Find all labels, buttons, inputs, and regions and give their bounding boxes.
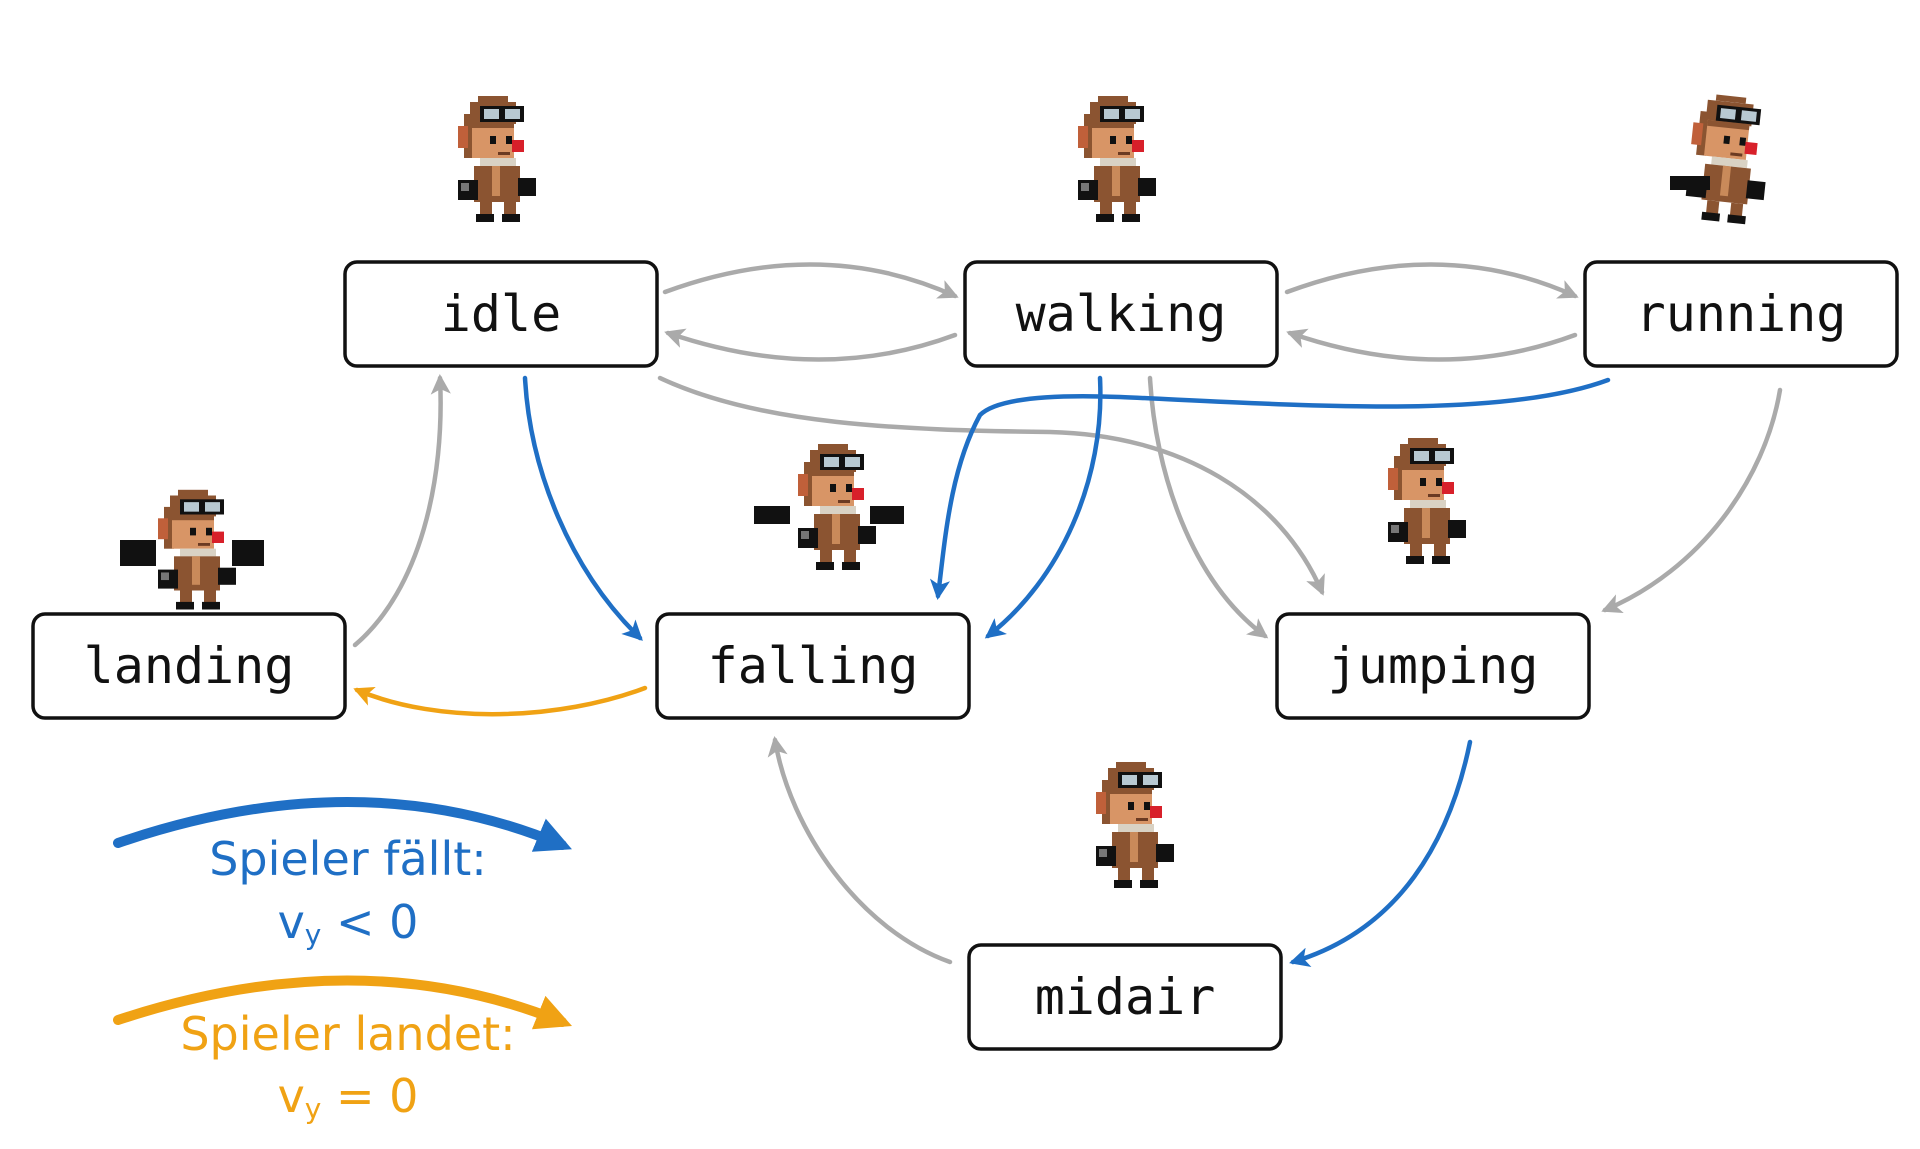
legend-falls-var: v bbox=[278, 895, 305, 949]
legend-falls-rel: < 0 bbox=[321, 895, 418, 949]
state-idle: idle bbox=[343, 260, 659, 368]
state-jumping: jumping bbox=[1275, 612, 1591, 720]
state-landing-label: landing bbox=[84, 637, 295, 695]
edge-idle-to-walking bbox=[662, 262, 959, 299]
edge-walking-to-falling bbox=[984, 375, 1103, 639]
legend-falls-sub: y bbox=[305, 918, 322, 951]
aviator-landing-sprite bbox=[120, 489, 264, 610]
aviator-running-sprite bbox=[1670, 92, 1775, 226]
edge-idle-to-jumping bbox=[657, 375, 1325, 596]
legend-lands-condition: vy = 0 bbox=[278, 1069, 419, 1125]
legend-lands-arrow bbox=[113, 975, 573, 1030]
state-idle-label: idle bbox=[441, 285, 561, 343]
edge-midair-to-falling bbox=[767, 736, 953, 965]
edge-idle-to-falling bbox=[522, 375, 643, 641]
state-walking: walking bbox=[963, 260, 1279, 368]
state-walking-label: walking bbox=[1016, 285, 1227, 343]
state-running-label: running bbox=[1636, 285, 1847, 343]
state-running: running bbox=[1583, 260, 1899, 368]
aviator-jumping-sprite bbox=[1388, 438, 1466, 564]
aviator-idle-sprite bbox=[458, 96, 536, 222]
edge-walking-to-idle bbox=[664, 328, 958, 362]
edge-walking-to-running bbox=[1284, 262, 1579, 299]
edge-walking-to-jumping bbox=[1147, 375, 1269, 639]
state-jumping-label: jumping bbox=[1328, 637, 1539, 695]
edge-running-to-falling bbox=[929, 377, 1611, 601]
edge-running-to-jumping bbox=[1601, 387, 1783, 614]
edge-landing-to-idle bbox=[352, 373, 451, 648]
aviator-falling-sprite bbox=[754, 444, 904, 570]
state-midair-label: midair bbox=[1035, 968, 1216, 1026]
legend: Spieler fällt: vy < 0 Spieler landet: vy… bbox=[113, 797, 573, 1125]
edge-running-to-walking bbox=[1286, 328, 1578, 362]
legend-lands-sub: y bbox=[305, 1092, 322, 1125]
state-falling-label: falling bbox=[708, 637, 919, 695]
state-midair: midair bbox=[967, 943, 1283, 1051]
legend-falls-arrow bbox=[113, 797, 572, 852]
legend-falls-label: Spieler fällt: bbox=[209, 832, 487, 886]
aviator-walking-sprite bbox=[1078, 96, 1156, 222]
legend-lands-label: Spieler landet: bbox=[180, 1007, 515, 1061]
state-landing: landing bbox=[31, 612, 347, 720]
aviator-midair-sprite bbox=[1096, 762, 1174, 888]
legend-lands-rel: = 0 bbox=[321, 1069, 418, 1123]
legend-falls-condition: vy < 0 bbox=[278, 895, 419, 951]
state-falling: falling bbox=[655, 612, 971, 720]
legend-lands-var: v bbox=[278, 1069, 305, 1123]
edge-jumping-to-midair bbox=[1289, 739, 1473, 968]
edge-falling-to-landing bbox=[353, 685, 648, 717]
